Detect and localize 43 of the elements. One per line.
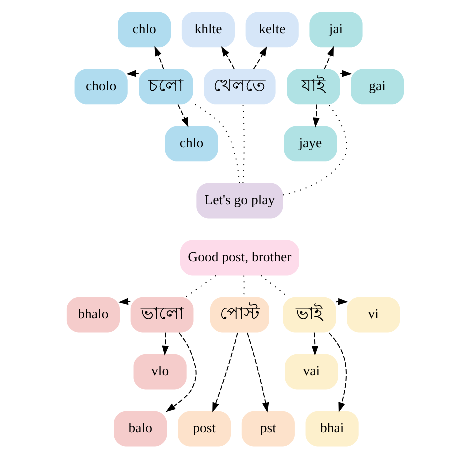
node-box: chlo xyxy=(118,12,172,48)
node-box: jaye xyxy=(284,126,338,162)
arrow xyxy=(328,332,347,413)
node-box: chlo xyxy=(165,126,218,162)
arrow xyxy=(118,298,132,306)
arrow xyxy=(212,332,238,413)
connector xyxy=(185,275,217,298)
node-box: balo xyxy=(114,411,168,447)
arrow xyxy=(324,46,334,70)
arrow xyxy=(126,70,140,78)
arrow xyxy=(336,298,348,306)
node-box: vai xyxy=(285,354,338,390)
arrow xyxy=(162,332,170,356)
connector xyxy=(282,104,348,196)
arrow xyxy=(154,46,164,70)
node-box: যাই xyxy=(287,69,340,105)
arrow xyxy=(253,46,268,70)
arrow xyxy=(221,46,235,70)
node-box: ভালো xyxy=(130,297,194,333)
arrow xyxy=(178,104,189,128)
node-box: cholo xyxy=(74,69,128,105)
node-box: jai xyxy=(310,12,363,48)
node-box: Good post, brother xyxy=(180,240,300,276)
node-box: pst xyxy=(242,411,295,447)
arrow xyxy=(247,332,270,413)
node-box: post xyxy=(178,411,232,447)
connector xyxy=(192,103,240,184)
node-box: bhalo xyxy=(66,297,120,333)
arrow xyxy=(312,332,319,356)
node-box: Let's go play xyxy=(196,183,284,219)
arrow xyxy=(166,332,197,412)
node-box: gai xyxy=(351,69,404,105)
node-box: kelte xyxy=(246,12,299,48)
arrow xyxy=(340,70,352,78)
node-box: vlo xyxy=(134,354,187,390)
node-box: khlte xyxy=(182,12,235,48)
node-box: bhai xyxy=(306,411,359,447)
node-box: vi xyxy=(347,297,400,333)
node-box: ভাই xyxy=(283,297,336,333)
node-box: চলো xyxy=(139,69,194,105)
node-box: খেলতে xyxy=(204,69,276,105)
arrow xyxy=(313,104,320,128)
node-box: পোস্ট xyxy=(210,297,270,333)
